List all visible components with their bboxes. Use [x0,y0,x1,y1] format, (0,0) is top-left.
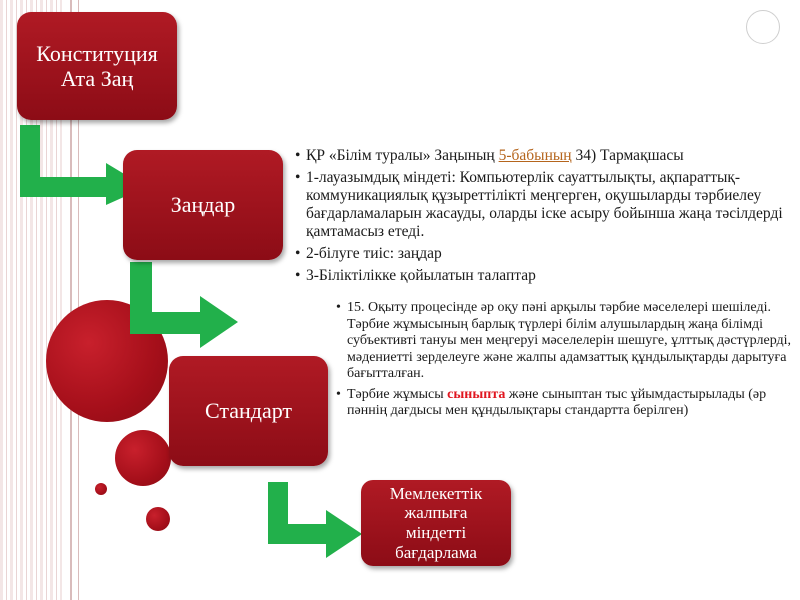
bullet-text: 1-лауазымдық міндеті: Компьютерлік сауат… [306,169,783,240]
list-item: 15. Оқыту процесінде әр оқу пәні арқылы … [336,300,796,383]
laws-bullet-list: ҚР «Білім туралы» Заңының 5-бабының 34) … [295,147,795,289]
decorative-line [70,0,72,600]
bullet-text: 2-білуге тиіс: заңдар [306,245,442,262]
standard-box: Стандарт [169,356,328,466]
bullet-text: және сыныптан тыс ұйымдастырылады (әр пә… [347,386,767,419]
page-number-circle [746,10,780,44]
program-label-line: міндетті [405,523,467,542]
list-item: ҚР «Білім туралы» Заңының 5-бабының 34) … [295,147,795,165]
arrow-to-laws [20,125,146,205]
standard-bullet-list: 15. Оқыту процесінде әр оқу пәні арқылы … [336,300,796,424]
constitution-label: Конституция [36,40,158,66]
program-label-line: жалпыға [404,503,468,523]
decorative-circle-medium [115,430,171,486]
article-link[interactable]: 5-бабының [498,147,572,164]
decorative-line [78,0,79,600]
laws-label: Заңдар [170,192,236,218]
program-label-line: бағдарлама [395,542,477,562]
bullet-text: 34) Тармақшасы [571,147,684,164]
arrow-to-standard [130,262,238,348]
program-label-line: Мемлекеттік [389,483,483,503]
arrow-to-program [268,482,362,558]
laws-box: Заңдар [123,150,283,260]
list-item: 1-лауазымдық міндеті: Компьютерлік сауат… [295,169,795,241]
bullet-text: Тәрбие жұмысы [347,386,448,402]
list-item: 3-Біліктілікке қойылатын талаптар [295,267,795,285]
list-item: 2-білуге тиіс: заңдар [295,245,795,263]
highlighted-word: сыныпта [447,386,506,402]
bullet-text: 15. Оқыту процесінде әр оқу пәні арқылы … [347,300,792,381]
constitution-box: Конституция Ата Заң [17,12,177,120]
bullet-text: 3-Біліктілікке қойылатын талаптар [306,267,536,284]
list-item: Тәрбие жұмысы сыныпта және сыныптан тыс … [336,387,796,420]
decorative-circle-small [146,507,170,531]
program-box: Мемлекеттік жалпыға міндетті бағдарлама [361,480,511,566]
constitution-sublabel: Ата Заң [60,66,134,91]
bullet-text: ҚР «Білім туралы» Заңының [306,147,499,164]
standard-label: Стандарт [204,398,293,424]
decorative-circle-tiny [95,483,107,495]
